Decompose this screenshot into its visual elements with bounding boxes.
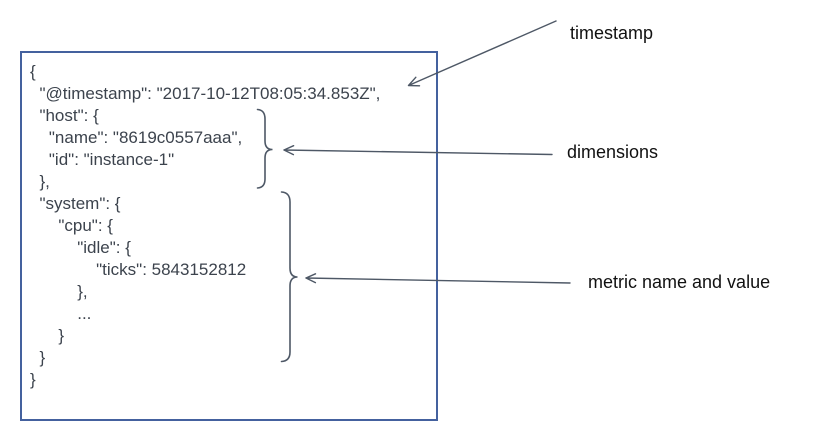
- annotation-label-timestamp: timestamp: [570, 23, 654, 43]
- code-line: ...: [30, 304, 92, 323]
- code-line: "@timestamp": "2017-10-12T08:05:34.853Z"…: [30, 84, 381, 103]
- code-line: },: [30, 282, 88, 301]
- annotation-label-dimensions: dimensions: [567, 142, 659, 162]
- code-line: "idle": {: [30, 238, 131, 257]
- code-line: }: [30, 326, 65, 345]
- code-line: "system": {: [30, 194, 121, 213]
- code-line: "host": {: [30, 106, 99, 125]
- code-line: {: [30, 62, 36, 81]
- annotation-label-metric: metric name and value: [588, 272, 771, 292]
- json-document-box: { "@timestamp": "2017-10-12T08:05:34.853…: [20, 51, 438, 421]
- code-line: }: [30, 348, 46, 367]
- code-line: }: [30, 370, 36, 389]
- code-line: "cpu": {: [30, 216, 113, 235]
- json-code-block: { "@timestamp": "2017-10-12T08:05:34.853…: [22, 53, 436, 391]
- code-line: "id": "instance-1": [30, 150, 175, 169]
- code-line: "ticks": 5843152812: [30, 260, 247, 279]
- code-line: "name": "8619c0557aaa",: [30, 128, 243, 147]
- code-line: },: [30, 172, 50, 191]
